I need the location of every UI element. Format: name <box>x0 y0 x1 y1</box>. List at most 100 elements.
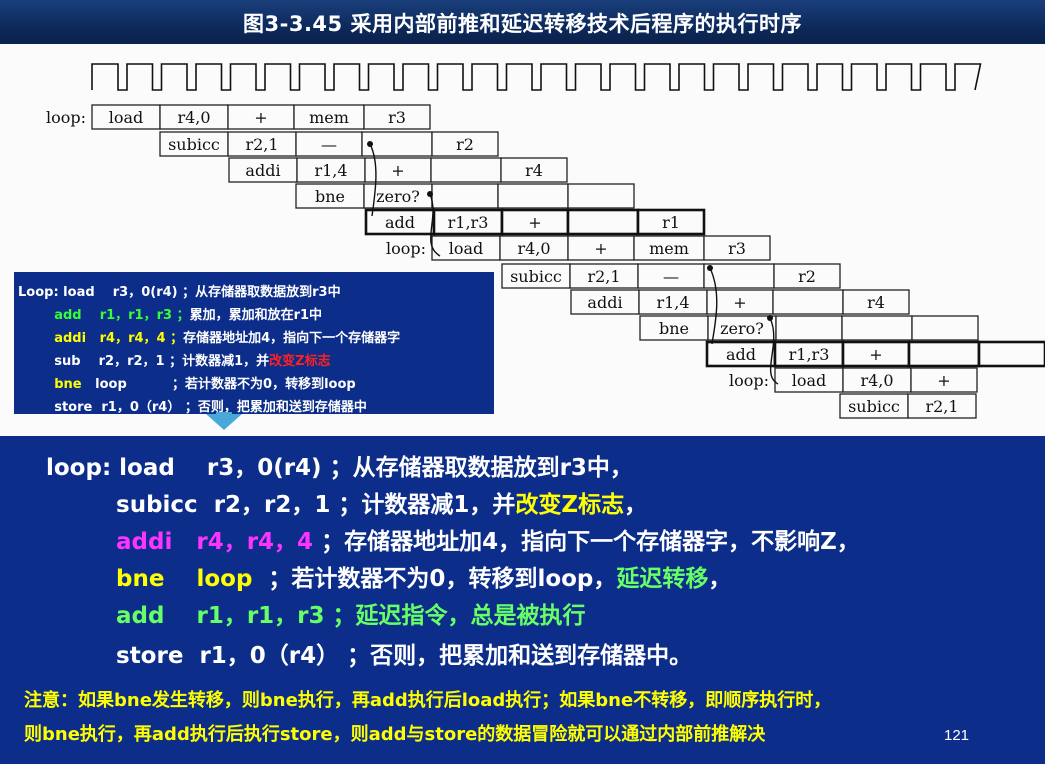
cell-text: mem <box>309 108 349 127</box>
code-segment: add r1，r1，r3 ；延迟指令，总是被执行 <box>116 603 586 629</box>
note-line: 则bne执行，再add执行后执行store，则add与store的数据冒险就可以… <box>24 724 766 745</box>
pipeline-cell <box>907 393 977 419</box>
pipeline-cell <box>228 157 298 183</box>
forward-dot <box>767 315 773 321</box>
code-segment: bne loop <box>116 566 253 592</box>
pipeline-cell <box>637 263 705 289</box>
page-number: 121 <box>944 727 970 744</box>
pipeline-cell <box>841 315 913 341</box>
pipeline-cell <box>907 340 981 368</box>
down-arrow-icon <box>206 414 242 430</box>
code-segment: addi r4，r4，4 ； <box>18 331 184 346</box>
pipeline-cell <box>567 235 635 261</box>
code-line: bne loop ；若计数器不为0，转移到loop，延迟转移， <box>116 559 731 593</box>
pipeline-cell <box>841 340 911 368</box>
pipeline-cell <box>566 208 640 236</box>
slide-title: 图3-3.45 采用内部前推和延迟转移技术后程序的执行时序 <box>243 12 802 36</box>
pipeline-cell <box>567 183 635 209</box>
cell-text: bne <box>315 187 345 206</box>
pipeline-row: bne zero? <box>295 183 635 209</box>
pipeline-cell <box>430 157 502 183</box>
code-segment: ；存储器地址加4，指向下一个存储器字，不影响Z， <box>321 529 860 555</box>
forward-dot <box>427 191 433 197</box>
pipeline-row: addi r1,4 + r4 <box>570 289 910 315</box>
pipeline-cell <box>363 104 431 130</box>
pipeline-cell <box>497 183 569 209</box>
cell-text: r4 <box>867 293 885 312</box>
cell-text: r3 <box>388 108 406 127</box>
cell-text: r4 <box>525 161 543 180</box>
cell-text: + <box>733 293 746 312</box>
code-segment: Loop: load r3，0(r4) ；从存储器取数据放到r3中 <box>18 285 341 300</box>
pipeline-cell <box>703 235 771 261</box>
code-segment: 存储器地址加4，指向下一个存储器字 <box>183 331 401 346</box>
code-line: add r1，r1，r3 ；累加，累加和放在r1中 <box>18 304 322 323</box>
pipeline-cell <box>839 393 909 419</box>
cell-text: r1 <box>662 213 680 232</box>
cell-text: r1,4 <box>314 161 347 180</box>
pipeline-cell <box>842 367 912 393</box>
cell-text: mem <box>649 239 689 258</box>
code-segment: 延迟转移 <box>616 566 709 592</box>
pipeline-cell <box>159 131 229 157</box>
pipeline-cell <box>639 315 709 341</box>
cell-text: + <box>528 213 541 232</box>
cell-text: r1,r3 <box>448 213 489 232</box>
forward-dot <box>367 141 373 147</box>
pipeline-cell <box>773 263 841 289</box>
cell-text: + <box>869 345 882 364</box>
code-line: add r1，r1，r3 ；延迟指令，总是被执行 <box>116 596 586 630</box>
code-segment: addi r4，r4，4 <box>116 529 322 555</box>
code-line: addi r4，r4，4 ；存储器地址加4，指向下一个存储器字，不影响Z， <box>116 522 860 556</box>
code-segment: ， <box>624 492 648 518</box>
cell-text: addi <box>587 293 622 312</box>
pipeline-cell <box>499 235 569 261</box>
code-segment: add r1，r1，r3 ； <box>18 308 190 323</box>
code-segment: subicc r2，r2，1 ；计数器减1，并 <box>116 492 516 518</box>
title-bar: 图3-3.45 采用内部前推和延迟转移技术后程序的执行时序 <box>0 0 1045 44</box>
code-line: bne loop ；若计数器不为0，转移到loop <box>18 373 356 392</box>
pipeline-cell <box>295 131 363 157</box>
cell-text: subicc <box>510 267 562 286</box>
code-segment: ， <box>708 566 732 592</box>
pipeline-cell <box>159 104 229 130</box>
pipeline-cell <box>91 104 161 130</box>
cell-text: r4,0 <box>860 371 893 390</box>
code-segment: bne <box>18 377 82 392</box>
pipeline-cell <box>774 367 844 393</box>
cell-text: subicc <box>168 135 220 154</box>
cell-text: addi <box>245 161 280 180</box>
clock-waveform <box>91 63 982 91</box>
cell-text: r2,1 <box>587 267 620 286</box>
pipeline-cell <box>911 315 979 341</box>
forwarding-arrow <box>709 267 718 345</box>
forwarding-arrow <box>769 317 779 385</box>
cell-text: subicc <box>848 397 900 416</box>
cell-text: r1,4 <box>656 293 689 312</box>
cell-text: zero? <box>376 187 420 206</box>
pipeline-cell <box>910 367 978 393</box>
pipeline-row: subicc r2,1 <box>839 393 977 419</box>
cell-text: — <box>321 135 337 154</box>
forwarding-arrow <box>429 193 441 257</box>
pipeline-cell <box>636 208 706 236</box>
code-segment: sub r2，r2，1 ；计数器减1，并 <box>18 354 270 369</box>
main-code-panel: loop: load r3，0(r4) ；从存储器取数据放到r3中，subicc… <box>0 436 1045 764</box>
pipeline-cell <box>570 289 640 315</box>
code-line: store r1，0（r4） ；否则，把累加和送到存储器中 <box>18 396 367 415</box>
cell-text: load <box>449 239 484 258</box>
cell-text: zero? <box>720 319 764 338</box>
cell-text: r1,r3 <box>789 345 830 364</box>
cell-text: r2 <box>456 135 474 154</box>
cell-text: — <box>663 267 679 286</box>
pipeline-cell <box>772 289 844 315</box>
row-label: loop: <box>386 239 426 258</box>
cell-text: r2,1 <box>925 397 958 416</box>
pipeline-cell <box>500 157 568 183</box>
code-line: addi r4，r4，4 ；存储器地址加4，指向下一个存储器字 <box>18 327 400 346</box>
